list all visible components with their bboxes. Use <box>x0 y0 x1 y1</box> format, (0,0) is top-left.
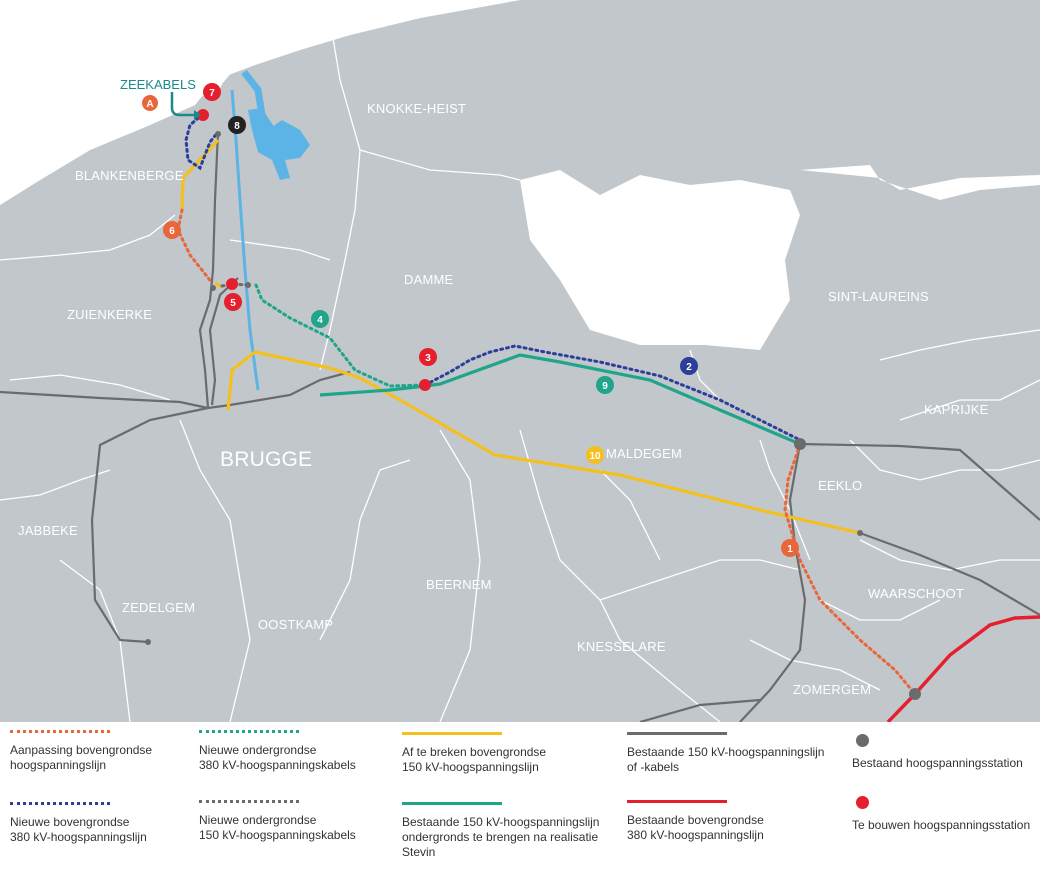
legend-teal-solid-text: Bestaande 150 kV-hoogspanningslijn onder… <box>402 815 600 859</box>
port-basin <box>248 108 310 180</box>
new-stations <box>197 109 431 391</box>
marker-5: 5 <box>230 298 236 309</box>
label-brugge: BRUGGE <box>220 448 312 471</box>
label-knesselare: KNESSELARE <box>577 639 666 654</box>
marker-4: 4 <box>317 315 323 326</box>
legend-gray-solid: Bestaande 150 kV-hoogspanningslijn of -k… <box>627 732 824 775</box>
legend-yellow-solid: Af te breken bovengrondse 150 kV-hoogspa… <box>402 732 546 775</box>
marker-2: 2 <box>686 362 692 373</box>
label-kaprijke: KAPRIJKE <box>924 402 989 417</box>
orange-dotted-line <box>176 208 214 285</box>
legend-gray-dotted: Nieuwe ondergrondse 150 kV-hoogspannings… <box>199 800 356 843</box>
legend-red-solid: Bestaande bovengrondse 380 kV-hoogspanni… <box>627 800 764 843</box>
label-jabbeke: JABBEKE <box>18 523 78 538</box>
numbered-markers: 1 2 3 4 5 6 7 8 9 10 <box>163 83 799 557</box>
legend-teal-dotted-text: Nieuwe ondergrondse 380 kV-hoogspannings… <box>199 743 356 772</box>
label-eeklo: EEKLO <box>818 478 862 493</box>
label-zedelgem: ZEDELGEM <box>122 600 195 615</box>
legend-gray-dotted-text: Nieuwe ondergrondse 150 kV-hoogspannings… <box>199 813 356 842</box>
legend-existing-station-text: Bestaand hoogspanningsstation <box>852 756 1023 770</box>
legend-teal-dotted: Nieuwe ondergrondse 380 kV-hoogspannings… <box>199 730 356 773</box>
teal-dotted-line <box>254 283 427 388</box>
label-maldegem: MALDEGEM <box>606 446 682 461</box>
legend-teal-solid: Bestaande 150 kV-hoogspanningslijn onder… <box>402 802 599 860</box>
legend-gray-solid-text: Bestaande 150 kV-hoogspanningslijn of -k… <box>627 745 825 774</box>
legend-orange-dotted: Aanpassing bovengrondse hoogspanningslij… <box>10 730 152 773</box>
label-zomergem: ZOMERGEM <box>793 682 871 697</box>
zeekabels-arrowhead <box>194 110 201 120</box>
label-waarschoot: WAARSCHOOT <box>868 586 964 601</box>
label-beernem: BEERNEM <box>426 577 492 592</box>
legend-orange-dotted-text: Aanpassing bovengrondse hoogspanningslij… <box>10 743 153 772</box>
marker-10: 10 <box>589 451 601 462</box>
blue-dotted-line-north <box>184 112 220 171</box>
legend: Aanpassing bovengrondse hoogspanningslij… <box>0 722 1040 874</box>
label-oostkamp: OOSTKAMP <box>258 617 333 632</box>
zeekabels-arrow <box>170 92 194 117</box>
existing-stations <box>145 131 921 700</box>
marker-8: 8 <box>234 121 240 132</box>
marker-1: 1 <box>787 544 793 555</box>
land-area <box>0 0 1040 722</box>
existing-station-dot <box>856 734 869 747</box>
sea-area <box>0 0 520 205</box>
municipal-borders <box>0 19 1040 722</box>
label-sint-laureins: SINT-LAUREINS <box>828 289 929 304</box>
legend-red-solid-text: Bestaande bovengrondse 380 kV-hoogspanni… <box>627 813 764 842</box>
blue-dotted-line <box>423 344 802 442</box>
netherlands-area-east <box>800 0 1040 200</box>
zeekabels-badge: A <box>146 99 153 110</box>
orange-dotted-line-east <box>783 442 917 696</box>
legend-existing-station: Bestaand hoogspanningsstation <box>852 734 1023 771</box>
marker-9: 9 <box>602 381 608 392</box>
netherlands-area <box>520 170 800 350</box>
map: ZEEKABELS A 1 2 3 4 5 6 7 8 9 10 KNOKKE-… <box>0 0 1040 722</box>
place-labels: KNOKKE-HEIST BLANKENBERGE ZUIENKERKE DAM… <box>18 101 989 697</box>
marker-6: 6 <box>169 226 175 237</box>
label-zuienkerke: ZUIENKERKE <box>67 307 152 322</box>
marker-3: 3 <box>425 353 431 364</box>
existing-380kv-line <box>886 615 1040 722</box>
legend-blue-dotted-text: Nieuwe bovengrondse 380 kV-hoogspannings… <box>10 815 147 844</box>
legend-new-station-text: Te bouwen hoogspanningsstation <box>852 818 1031 832</box>
legend-new-station: Te bouwen hoogspanningsstation <box>852 796 1030 833</box>
label-damme: DAMME <box>404 272 454 287</box>
gray-dotted-line <box>220 282 250 288</box>
legend-blue-dotted: Nieuwe bovengrondse 380 kV-hoogspannings… <box>10 802 147 845</box>
zeekabels-label: ZEEKABELS <box>120 77 196 92</box>
label-blankenberge: BLANKENBERGE <box>75 168 184 183</box>
new-station-dot <box>856 796 869 809</box>
marker-7: 7 <box>209 88 215 99</box>
teal-solid-line <box>319 353 801 446</box>
legend-yellow-solid-text: Af te breken bovengrondse 150 kV-hoogspa… <box>402 745 547 774</box>
zeekabels-badge-circle <box>142 95 158 111</box>
label-knokke-heist: KNOKKE-HEIST <box>367 101 466 116</box>
existing-150kv-lines <box>0 131 1040 722</box>
